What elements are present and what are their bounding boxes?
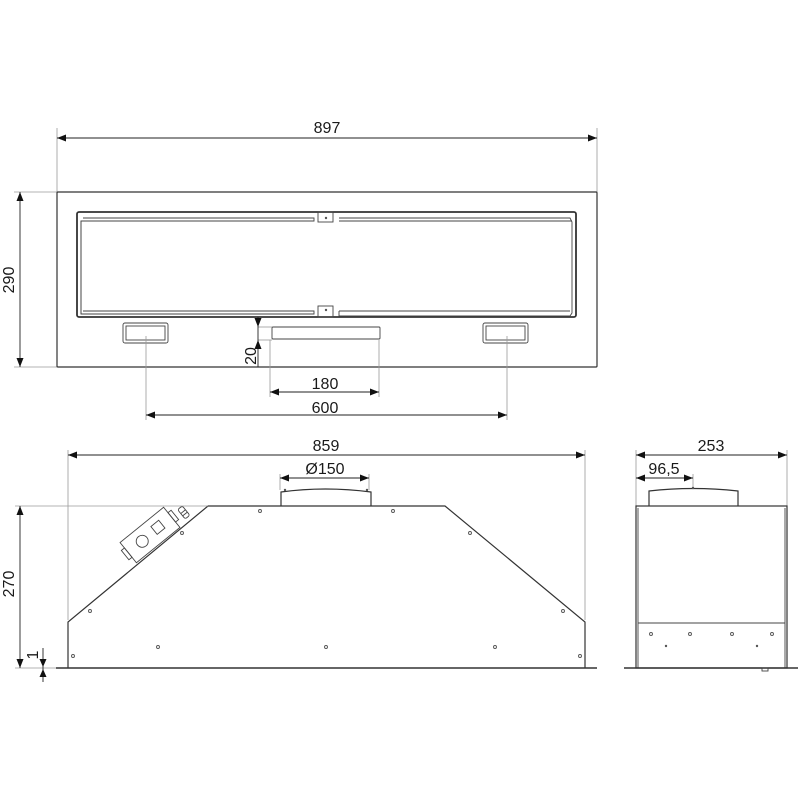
arrow-left-icon	[280, 474, 289, 482]
dimension-label-20: 20	[243, 347, 260, 365]
lamp-right	[482, 322, 529, 344]
side-view: 253 96,5	[624, 438, 798, 672]
filter-latch-top	[317, 211, 334, 223]
dimension-overall-height: 290	[1, 191, 57, 368]
lamp-right-lens	[485, 325, 526, 341]
dimension-label-180: 180	[312, 376, 339, 393]
side-tab	[761, 667, 769, 672]
dimension-label-1: 1	[25, 650, 42, 659]
arrow-left-icon	[57, 134, 66, 142]
arrow-right-icon	[360, 474, 369, 482]
filter-frame	[76, 211, 577, 318]
arrow-left-icon	[146, 411, 155, 419]
dimension-label-290: 290	[1, 267, 18, 294]
dimension-label-600: 600	[312, 400, 339, 417]
arrow-right-icon	[498, 411, 507, 419]
arrow-left-icon	[636, 474, 645, 482]
arrow-down-icon	[39, 659, 47, 667]
arrow-up-icon	[16, 506, 24, 515]
outlet-collar	[280, 488, 372, 506]
hood-outer-frame	[56, 191, 598, 368]
hood-body-side	[635, 505, 788, 669]
side-outlet-collar	[648, 487, 739, 506]
dimension-flange-thickness: 1	[25, 648, 47, 682]
arrow-up-icon	[39, 669, 47, 677]
filter-latch-bottom	[317, 305, 334, 318]
arrow-down-icon	[16, 358, 24, 367]
front-view: 859 Ø150	[1, 438, 597, 682]
dimension-outlet-offset: 96,5	[636, 461, 694, 488]
cable-gland	[177, 506, 190, 519]
arrow-left-icon	[270, 388, 279, 396]
arrow-right-icon	[684, 474, 693, 482]
lamp-left	[122, 322, 169, 344]
dimension-label-897: 897	[314, 120, 341, 137]
dimension-label-96-5: 96,5	[648, 461, 679, 478]
dimension-filter-offset: 20	[243, 317, 272, 367]
dimension-vent-width: 180	[269, 340, 380, 397]
dimension-side-depth: 253	[635, 438, 788, 506]
dimension-label-859: 859	[313, 438, 340, 455]
dimension-lamp-spacing: 600	[145, 336, 508, 420]
arrow-right-icon	[588, 134, 597, 142]
dimension-overall-width: 897	[56, 120, 598, 192]
filter-panel-right	[338, 217, 573, 317]
dimension-label-270: 270	[1, 571, 18, 598]
arrow-right-icon	[370, 388, 379, 396]
vent-slot	[271, 326, 381, 340]
knob-icon	[135, 534, 149, 548]
dimension-outlet-diameter: Ø150	[279, 461, 370, 490]
dimension-label-253: 253	[698, 438, 725, 455]
top-view: 897 290	[1, 120, 598, 420]
control-box	[119, 506, 181, 564]
arrow-down-icon	[254, 318, 262, 327]
arrow-up-icon	[16, 192, 24, 201]
dimension-label-diameter-150: Ø150	[305, 461, 344, 478]
dimension-front-width: 859	[67, 438, 586, 620]
arrow-up-icon	[254, 340, 262, 349]
filter-panel-left	[80, 217, 315, 315]
arrow-right-icon	[576, 451, 585, 459]
arrow-right-icon	[778, 451, 787, 459]
dimension-front-height: 270	[1, 505, 208, 669]
arrow-left-icon	[636, 451, 645, 459]
arrow-down-icon	[16, 659, 24, 668]
lamp-left-lens	[125, 325, 166, 341]
arrow-left-icon	[68, 451, 77, 459]
hood-body-front	[67, 505, 586, 668]
switch-icon	[150, 519, 166, 535]
